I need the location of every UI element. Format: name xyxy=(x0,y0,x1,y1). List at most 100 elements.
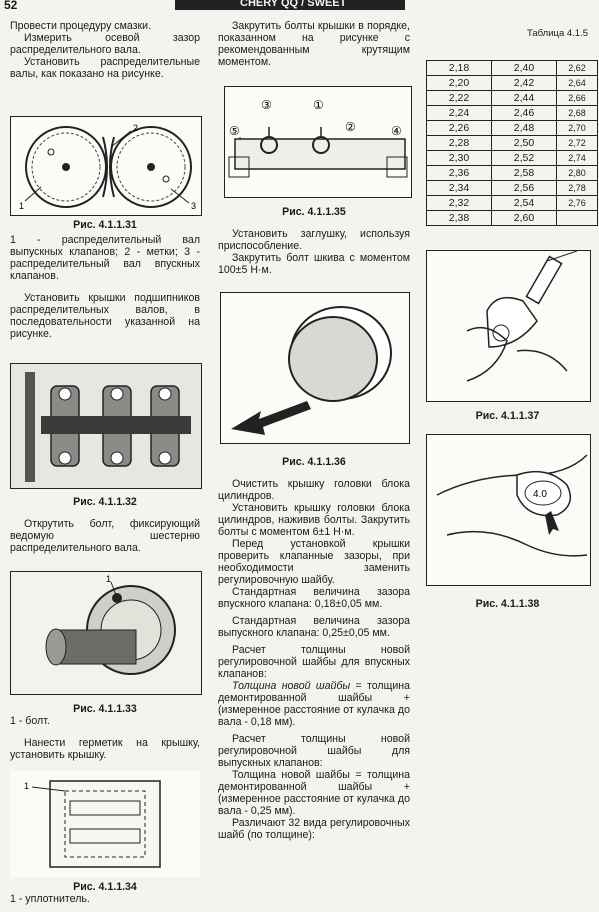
figure-legend: 1 - болт. xyxy=(10,715,50,727)
table-cell: 2,68 xyxy=(556,105,598,121)
table-cell: 2,56 xyxy=(491,180,557,196)
table-cell: 2,30 xyxy=(426,150,492,166)
table-cell: 2,52 xyxy=(491,150,557,166)
formula-rest: = толщина демонтированной шайбы + (измер… xyxy=(218,680,410,728)
formula-paragraph: Толщина новой шайбы = толщина демонтиров… xyxy=(218,680,410,728)
figure-4-1-1-31: 1 2 3 xyxy=(10,116,202,216)
paragraph: Установить крышки подшипников распредели… xyxy=(10,292,200,340)
figure-caption: Рис. 4.1.1.34 xyxy=(73,881,137,893)
figure-caption: Рис. 4.1.1.33 xyxy=(73,703,137,715)
paragraph: Измерить осевой зазор распределительного… xyxy=(10,32,200,56)
formula-italic: Толщина новой шайбы xyxy=(232,680,351,692)
fig31-caption-block: Рис. 4.1.1.31 1 - распределительный вал … xyxy=(10,219,200,340)
bearing-caps-illustration xyxy=(11,364,201,488)
table-cell: 2,24 xyxy=(426,105,492,121)
table-cell: 2,58 xyxy=(491,165,557,181)
paragraph: Провести процедуру смазки. xyxy=(10,20,152,32)
paragraph: Установить заглушку, используя приспособ… xyxy=(218,228,410,252)
middle-column-text: Рис. 4.1.1.36 Очистить крышку головки бл… xyxy=(218,456,410,841)
paragraph: Толщина новой шайбы = толщина демонтиров… xyxy=(218,769,410,817)
callout-3: ③ xyxy=(261,98,272,112)
page-number: 52 xyxy=(4,0,18,12)
table-cell: 2,26 xyxy=(426,120,492,136)
table-cell: 2,60 xyxy=(491,210,557,226)
table-cell: 2,44 xyxy=(491,90,557,106)
figure-caption: Рис. 4.1.1.31 xyxy=(73,219,137,231)
figure-caption: Рис. 4.1.1.35 xyxy=(282,206,346,218)
figure-4-1-1-33: 1 xyxy=(10,571,202,695)
header-bar xyxy=(175,0,405,10)
table-cell: 2,18 xyxy=(426,60,492,76)
figure-4-1-1-37 xyxy=(426,250,591,402)
middle-column-mid: Рис. 4.1.1.35 Установить заглушку, испол… xyxy=(218,206,410,276)
paragraph: Установить распределительные валы, как п… xyxy=(10,56,200,80)
plug-install-illustration xyxy=(231,306,392,435)
fig37-caption-block: Рис. 4.1.1.37 xyxy=(426,410,589,422)
figure-caption: Рис. 4.1.1.32 xyxy=(73,496,137,508)
figure-caption: Рис. 4.1.1.37 xyxy=(475,410,540,422)
camshaft-gear-bolt-illustration: 1 xyxy=(11,572,201,694)
table-cell: 2,36 xyxy=(426,165,492,181)
table-cell: 2,66 xyxy=(556,90,598,106)
figure-4-1-1-36 xyxy=(220,292,410,444)
table-cell: 2,46 xyxy=(491,105,557,121)
figure-4-1-1-34: 1 xyxy=(10,771,200,877)
figure-4-1-1-32 xyxy=(10,363,202,489)
middle-column-top: Закрутить болты крышки в порядке, показа… xyxy=(218,20,410,68)
cover-sealant-illustration: 1 xyxy=(24,780,161,868)
figure-caption: Рис. 4.1.1.38 xyxy=(475,598,540,610)
figure-caption: Рис. 4.1.1.36 xyxy=(282,456,346,468)
paragraph: Закрутить болт шкива с моментом 100±5 Н·… xyxy=(218,252,410,276)
table-cell: 2,76 xyxy=(556,195,598,211)
cover-bolt-order-illustration: ③ ① ② ④ ⑤ xyxy=(228,98,408,178)
paragraph: Закрутить болты крышки в порядке, показа… xyxy=(218,20,410,68)
callout-3: 3 xyxy=(191,201,196,211)
table-cell: 2,54 xyxy=(491,195,557,211)
paragraph: Нанести герметик на крышку, установить к… xyxy=(10,737,200,761)
page-header: 52 CHERY QQ / SWEET xyxy=(0,0,599,12)
callout-1: ① xyxy=(313,98,324,112)
table-cell: 2,40 xyxy=(491,60,557,76)
left-column: Провести процедуру смазки. Измерить осев… xyxy=(10,20,200,80)
table-cell: 2,48 xyxy=(491,120,557,136)
paragraph: Открутить болт, фиксирующий ведомую шест… xyxy=(10,518,200,554)
figure-legend: 1 - распределительный вал выпускных клап… xyxy=(10,234,200,282)
table-cell: 2,72 xyxy=(556,135,598,151)
table-cell: 2,28 xyxy=(426,135,492,151)
table-cell: 2,22 xyxy=(426,90,492,106)
table-cell: 2,64 xyxy=(556,75,598,91)
table-cell: 2,78 xyxy=(556,180,598,196)
callout-2: 2 xyxy=(133,123,138,133)
shim-marking: 4.0 xyxy=(533,489,547,500)
paragraph: Перед установкой крышки проверить клапан… xyxy=(218,538,410,586)
table-cell xyxy=(556,210,598,226)
paragraph: Стандартная величина зазора выпускного к… xyxy=(218,615,410,639)
table-cell: 2,62 xyxy=(556,60,598,76)
fig38-caption-block: Рис. 4.1.1.38 xyxy=(426,598,589,610)
fig32-caption-block: Рис. 4.1.1.32 Открутить болт, фиксирующи… xyxy=(10,496,200,554)
figure-legend: 1 - уплотнитель. xyxy=(10,893,90,905)
paragraph: Расчет толщины новой регулировочной шайб… xyxy=(218,733,410,769)
paragraph: Расчет толщины новой регулировочной шайб… xyxy=(218,644,410,680)
shim-marking-illustration: 4.0 xyxy=(436,454,588,557)
table-cell: 2,38 xyxy=(426,210,492,226)
table-cell: 2,74 xyxy=(556,150,598,166)
paragraph: Очистить крышку головки блока цилиндров. xyxy=(218,478,410,502)
table-cell: 2,50 xyxy=(491,135,557,151)
callout-1: 1 xyxy=(106,574,111,584)
table-label: Таблица 4.1.5 xyxy=(527,28,589,39)
callout-1: 1 xyxy=(24,781,29,791)
table-cell: 2,80 xyxy=(556,165,598,181)
figure-4-1-1-38: 4.0 xyxy=(426,434,591,586)
fig34-caption-block: Рис. 4.1.1.34 1 - уплотнитель. xyxy=(10,881,200,905)
